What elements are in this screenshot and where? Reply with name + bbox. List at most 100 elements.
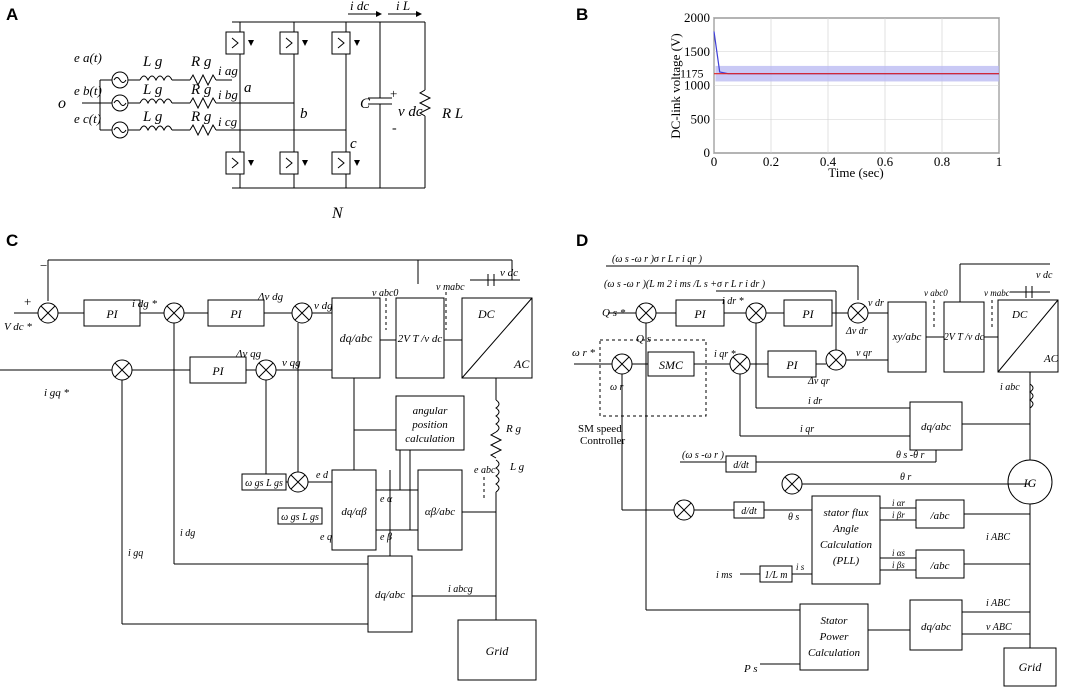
d-dvdr: Δv dr [845,326,868,337]
d-vdc: v dc [1036,270,1053,281]
y-tick-label: 1500 [684,44,710,59]
c-minus-top: − [40,258,47,273]
diagram-c: − v dc V dc * + PI i dg * PI Δv dg v dg … [0,258,537,681]
c-idg: i dg [180,528,195,539]
phase-a-row [100,71,232,89]
c-dvqg: Δv qg [235,348,262,360]
c-dqab-label: dq/αβ [341,506,367,518]
d-pi-3 [767,350,817,378]
c-vabc0: v abc0 [372,288,398,299]
c-angular-3: calculation [405,433,455,445]
c-vdc-star: V dc * [4,321,32,333]
c-wgs-1: ω gs L gs [245,478,283,489]
d-dqabc-1-label: dq/abc [921,421,951,433]
source-c-label: e c(t) [74,111,101,126]
node-n-label: N [331,205,344,222]
circuit-a: o [58,0,463,222]
node-a-label: a [244,80,252,96]
d-dqabc-1 [909,401,963,451]
c-plus-1: + [24,294,31,309]
d-ps: P s [743,663,758,675]
idc-label: i dc [350,0,369,13]
c-vdc-fb: v dc [500,267,518,279]
d-wr-star: ω r * [572,347,596,359]
d-sm-controller-frame [599,339,707,417]
d-flux-block [811,495,881,585]
d-ac-label: AC [1043,353,1059,365]
d-pi-2-label: PI [801,307,814,321]
igbt-switches [225,31,360,175]
rg-label-c: R g [190,109,212,125]
d-xyabc-label: xy/abc [892,331,922,343]
d-abc-1-label: /abc [930,510,950,522]
vdc-plus: + [390,86,397,101]
vdc-label: v dc [398,104,423,120]
lg-label-b: L g [142,82,163,98]
d-thetar: θ r [900,472,911,483]
il-label: i L [396,0,410,13]
d-sm-label-1: SM speed [578,423,622,435]
x-tick-label: 0.8 [934,154,950,169]
d-qs: Q s [636,333,651,345]
d-eq1: (ω s -ω r )σ r L r i qr ) [612,254,703,265]
d-iqr: i qr [800,424,814,435]
panel-label-d: D [576,231,588,250]
y-tick-label: 0 [704,145,711,160]
c-lg: L g [509,461,525,473]
c-wgs-block-2 [277,507,323,525]
c-igq: i gq [128,548,143,559]
d-1lm-label: 1/L m [765,570,788,581]
c-dc-label: DC [477,307,496,321]
x-axis-label: Time (sec) [828,165,884,180]
d-dqabc-2 [909,599,963,651]
c-vdg: v dg [314,300,333,312]
current-c-label: i cg [218,114,238,129]
d-ibr: i βr [892,510,905,520]
node-b-label: b [300,106,308,122]
c-grid-block [457,619,537,681]
d-flux-4: (PLL) [833,555,860,567]
capacitor-label: C [360,96,371,112]
y-tick-label: 500 [691,111,711,126]
d-vdr: v dr [868,298,884,309]
y-tick-label: 2000 [684,10,710,25]
c-eq: e q [320,532,332,543]
c-idg-star: i dg * [132,298,158,310]
chart-grid [713,17,1000,154]
d-abc-2 [915,549,965,579]
d-idr: i dr [808,396,822,407]
c-vmabc: v mabc [436,282,465,293]
x-tick-label: 0.4 [820,154,837,169]
d-ims: i ms [716,570,733,581]
d-is: i s [796,562,805,572]
d-ibs: i βs [892,560,905,570]
d-vt-block [943,301,985,373]
d-xyabc [887,301,927,373]
d-thetas-thetar: θ s -θ r [896,450,925,461]
load-label: R L [441,106,463,122]
diagram-d: (ω s -ω r )σ r L r i qr ) (ω s -ω r )(L … [572,254,1059,687]
c-pi-1-label: PI [105,307,118,321]
lg-label-c: L g [142,109,163,125]
c-pi-2-label: PI [229,307,242,321]
c-eb: e β [380,532,392,543]
y-tick-label: 1000 [684,78,710,93]
d-abc-2-label: /abc [930,560,950,572]
c-abab-label: αβ/abc [425,506,455,518]
d-flux-3: Calculation [820,539,872,551]
node-c-label: c [350,136,357,152]
phase-b-row [100,94,294,112]
c-pi-2 [207,299,265,327]
x-tick-label: 0.2 [763,154,779,169]
annotation-1175: 1175 [680,67,704,81]
d-dqabc-2-label: dq/abc [921,621,951,633]
source-b-label: e b(t) [74,83,102,98]
d-flux-2: Angle [832,523,859,535]
c-vt-block [395,297,445,379]
node-o-label: o [58,95,66,112]
source-a-label: e a(t) [74,50,102,65]
d-smc-block [647,351,695,377]
c-dvdg: Δv dg [257,291,284,303]
